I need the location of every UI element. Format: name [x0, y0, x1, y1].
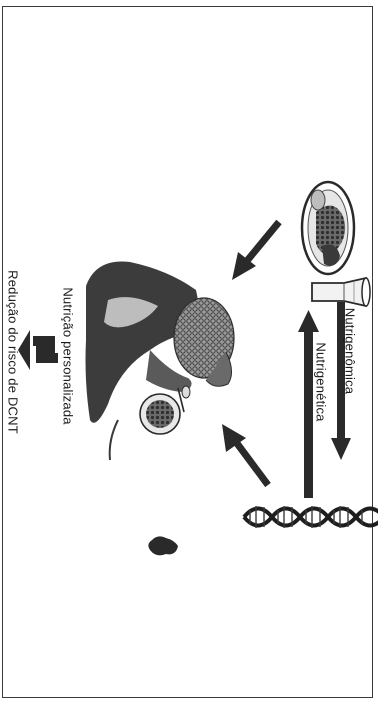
food-plate-icon [302, 182, 354, 274]
reducao-risco-label: Redução do risco de DCNT [6, 270, 21, 434]
nutricao-personalizada-label: Nutrição personalizada [61, 287, 76, 424]
nutrigenomica-label: Nutrigenômica [343, 308, 358, 394]
dna-to-person-arrow [222, 424, 268, 485]
food-to-person-arrow [232, 222, 279, 280]
nutrigenetica-label: Nutrigenética [314, 342, 329, 421]
small-blot-icon [148, 536, 178, 555]
person-eating-icon [86, 262, 235, 461]
risk-reduction-arrow [18, 330, 58, 370]
dna-helix-icon [244, 506, 378, 528]
drink-cup-icon [312, 278, 370, 306]
